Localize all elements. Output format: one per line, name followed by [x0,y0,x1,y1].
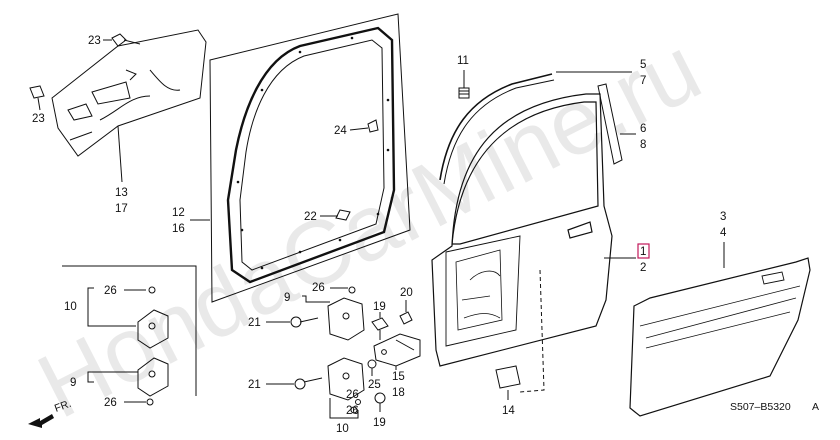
label-26-center-clip: 26 [346,389,359,401]
label-9-left: 9 [70,377,76,389]
label-1: 1 [640,246,646,258]
label-2: 2 [640,262,646,274]
hinge-left-lower [137,357,169,406]
clip-23-upper [111,33,141,47]
front-door-frame [431,93,613,367]
door-outer-skin [629,257,811,417]
label-26-left-lower: 26 [104,397,117,409]
label-25: 25 [368,379,381,391]
label-9-center: 9 [284,292,290,304]
diagram-code: S507–B5320 [730,401,791,413]
label-16: 16 [172,223,185,235]
label-12: 12 [172,207,185,219]
label-10-center: 10 [336,423,349,435]
label-14: 14 [502,405,515,417]
label-19-upper: 19 [373,301,386,313]
clip-26-center [355,399,361,405]
label-6: 6 [640,123,646,135]
hinge-inset-box [62,265,197,396]
label-26-left-upper: 26 [104,285,117,297]
bolt-19-upper [371,317,389,340]
label-18: 18 [392,387,405,399]
clip-23-lower [29,85,45,111]
bolt-19-lower [374,392,386,412]
highlight-box [637,243,650,259]
door-checker [373,333,421,367]
label-26-center-lower: 26 [346,405,359,417]
front-direction-arrow [28,414,54,428]
bolt-20 [399,300,413,325]
door-sash-molding [439,73,555,185]
label-3: 3 [720,211,726,223]
label-26-center-upper: 26 [312,282,325,294]
label-8: 8 [640,139,646,151]
label-21-upper: 21 [248,317,261,329]
hinge-center-lower [327,357,365,414]
label-21-lower: 21 [248,379,261,391]
fr-label: FR. [53,398,73,415]
bolt-21-lower [294,377,323,390]
label-7: 7 [640,75,646,87]
access-hole-seal [495,269,545,393]
nut-25 [367,359,377,376]
hinge-center-upper [327,286,365,341]
label-5: 5 [640,59,646,71]
label-11: 11 [457,55,469,67]
clip-22 [320,209,351,221]
door-stopper-rubber [458,70,470,99]
hinge-left-upper [137,286,169,349]
weatherstrip-panel [209,13,411,303]
weatherstrip-dots [236,36,390,270]
label-24: 24 [334,125,347,137]
label-19-lower: 19 [373,417,386,429]
label-23-upper: 23 [88,35,101,47]
door-insulator [51,29,207,157]
diagram-code-suffix: A [812,401,819,413]
bolt-21-upper [290,316,319,328]
label-17: 17 [115,203,128,215]
label-20: 20 [400,287,413,299]
sash-rear-trim [597,83,623,165]
label-23-lower: 23 [32,113,45,125]
watermark-text: HondaCarMine.ru [23,17,716,438]
label-22: 22 [304,211,317,223]
clip-24 [349,119,379,133]
label-13: 13 [115,187,128,199]
label-15: 15 [392,371,405,383]
label-4: 4 [720,227,727,239]
label-10-left: 10 [64,301,77,313]
